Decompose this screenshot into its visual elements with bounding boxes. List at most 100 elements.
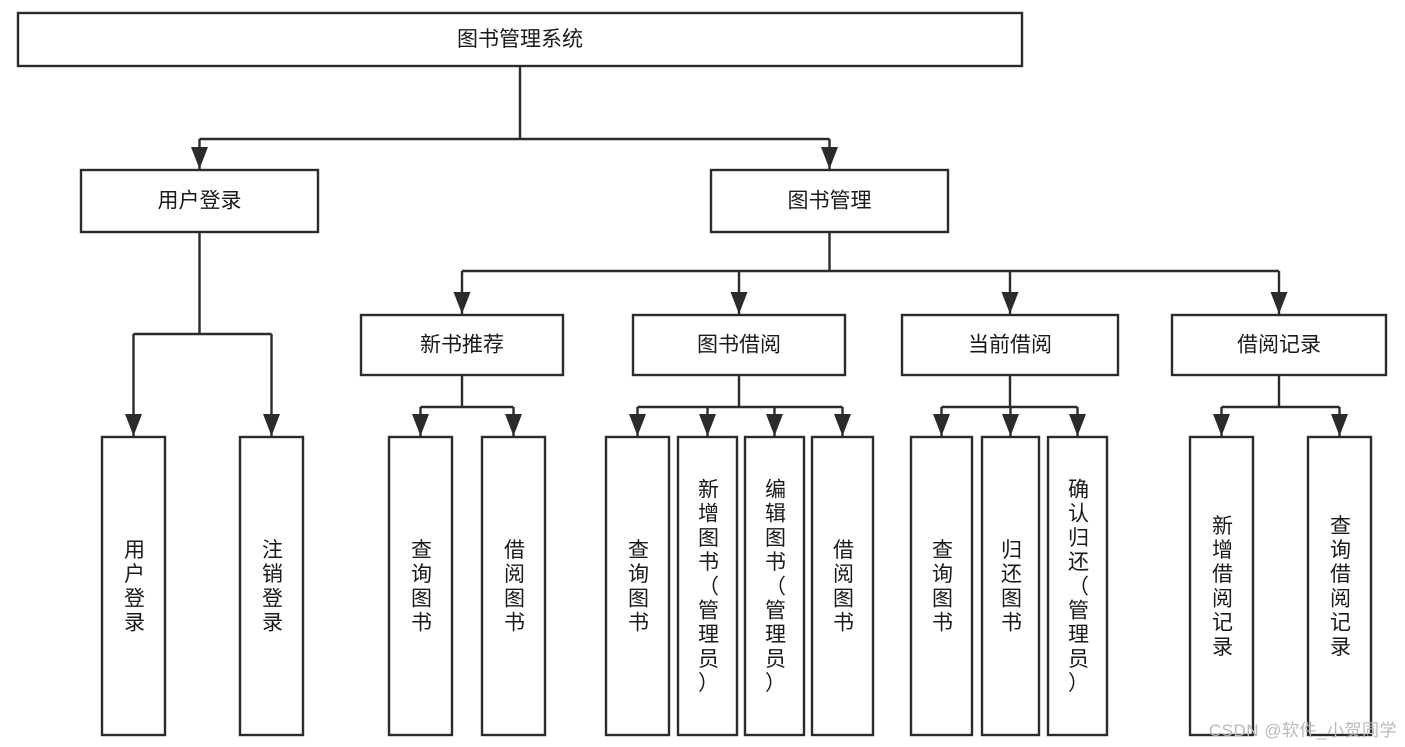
node-label-char: 员 (698, 648, 719, 671)
node-label-char: 归 (1001, 539, 1022, 562)
arrow-head-icon (766, 414, 783, 436)
node-label: 用户登录 (158, 190, 242, 213)
arrow-head-icon (1001, 292, 1019, 314)
node-rect (238, 435, 305, 737)
node-label-char: 记 (1330, 612, 1351, 635)
node-label: 当前借阅 (968, 334, 1052, 357)
node-label-char: 还 (1068, 551, 1089, 574)
node-label-char: 借 (1330, 563, 1351, 586)
node-label-char: 登 (262, 587, 283, 610)
node-label-char: 员 (1068, 648, 1089, 671)
node-label-char: 查 (1330, 515, 1351, 538)
node-level3-新书推荐[interactable]: 新书推荐 (359, 313, 565, 377)
node-label-char: 借 (1212, 563, 1233, 586)
arrow-head-icon (1270, 292, 1288, 314)
node-level3-图书借阅[interactable]: 图书借阅 (631, 313, 847, 377)
node-label: 新书推荐 (420, 334, 504, 357)
node-rect (900, 313, 1120, 377)
node-rect (631, 313, 847, 377)
node-label-char: 录 (1212, 636, 1233, 659)
node-label-char: 销 (262, 563, 283, 586)
node-rect (1046, 435, 1109, 737)
node-level3-当前借阅[interactable]: 当前借阅 (900, 313, 1120, 377)
arrow-head-icon (453, 292, 471, 314)
node-rect (1306, 435, 1373, 737)
node-label-char: 图 (698, 527, 719, 550)
node-label-char: 理 (698, 624, 719, 647)
node-label-char: 户 (124, 563, 145, 586)
node-rect (604, 435, 671, 737)
arrow-head-icon (730, 292, 748, 314)
node-rect (79, 168, 320, 234)
node-rect (980, 435, 1041, 737)
node-label-char: 认 (1068, 503, 1089, 526)
arrow-head-icon (1002, 414, 1019, 436)
arrow-head-icon (191, 147, 208, 169)
arrow-head-icon (125, 414, 142, 436)
node-label: 借阅记录 (1237, 334, 1321, 357)
node-label-char: 管 (765, 599, 786, 622)
node-label: 图书管理 (788, 190, 872, 213)
node-label-char: 新 (1212, 515, 1233, 538)
connector-lines (125, 66, 1348, 436)
node-label-char: 理 (765, 624, 786, 647)
node-label-char: 辑 (765, 503, 786, 526)
arrow-head-icon (412, 414, 429, 436)
node-label-char: 增 (1212, 539, 1233, 562)
node-label-char: ） (698, 672, 719, 695)
node-rect (16, 11, 1024, 68)
node-label-char: 查 (411, 539, 432, 562)
node-label-char: 录 (1330, 636, 1351, 659)
node-label-char: 书 (1001, 612, 1022, 635)
node-root-图书管理系统[interactable]: 图书管理系统 (16, 11, 1024, 68)
node-label-char: 图 (504, 587, 525, 610)
node-leaf-用户登录[interactable]: 用户登录 (100, 435, 167, 737)
node-label-char: 用 (124, 539, 145, 562)
node-rect (909, 435, 974, 737)
node-label-char: 图 (411, 587, 432, 610)
node-label-char: 查 (628, 539, 649, 562)
node-level2-图书管理[interactable]: 图书管理 (709, 168, 950, 234)
node-label-char: 图 (628, 587, 649, 610)
node-label-char: （ (1068, 575, 1089, 598)
node-rect (387, 435, 454, 737)
arrow-head-icon (699, 414, 716, 436)
arrow-head-icon (834, 414, 851, 436)
node-label-char: 图 (765, 527, 786, 550)
node-rect (480, 435, 547, 737)
node-label-char: 理 (1068, 624, 1089, 647)
node-label-char: 归 (1068, 527, 1089, 550)
node-label-char: 书 (932, 612, 953, 635)
node-boxes: 图书管理系统用户登录图书管理新书推荐图书借阅当前借阅借阅记录用户登录注销登录查询… (16, 11, 1388, 737)
node-rect (709, 168, 950, 234)
node-label-char: 图 (1001, 587, 1022, 610)
node-label-char: 还 (1001, 563, 1022, 586)
node-label-char: （ (765, 575, 786, 598)
node-level2-用户登录[interactable]: 用户登录 (79, 168, 320, 234)
node-label-char: ） (765, 672, 786, 695)
node-label-char: 书 (698, 551, 719, 574)
node-rect (359, 313, 565, 377)
arrow-head-icon (505, 414, 522, 436)
node-label-char: 图 (932, 587, 953, 610)
node-label-char: 书 (765, 551, 786, 574)
node-label: 图书借阅 (697, 334, 781, 357)
node-level3-借阅记录[interactable]: 借阅记录 (1170, 313, 1388, 377)
node-label-char: 阅 (833, 563, 854, 586)
node-label-char: 录 (262, 612, 283, 635)
node-rect (100, 435, 167, 737)
